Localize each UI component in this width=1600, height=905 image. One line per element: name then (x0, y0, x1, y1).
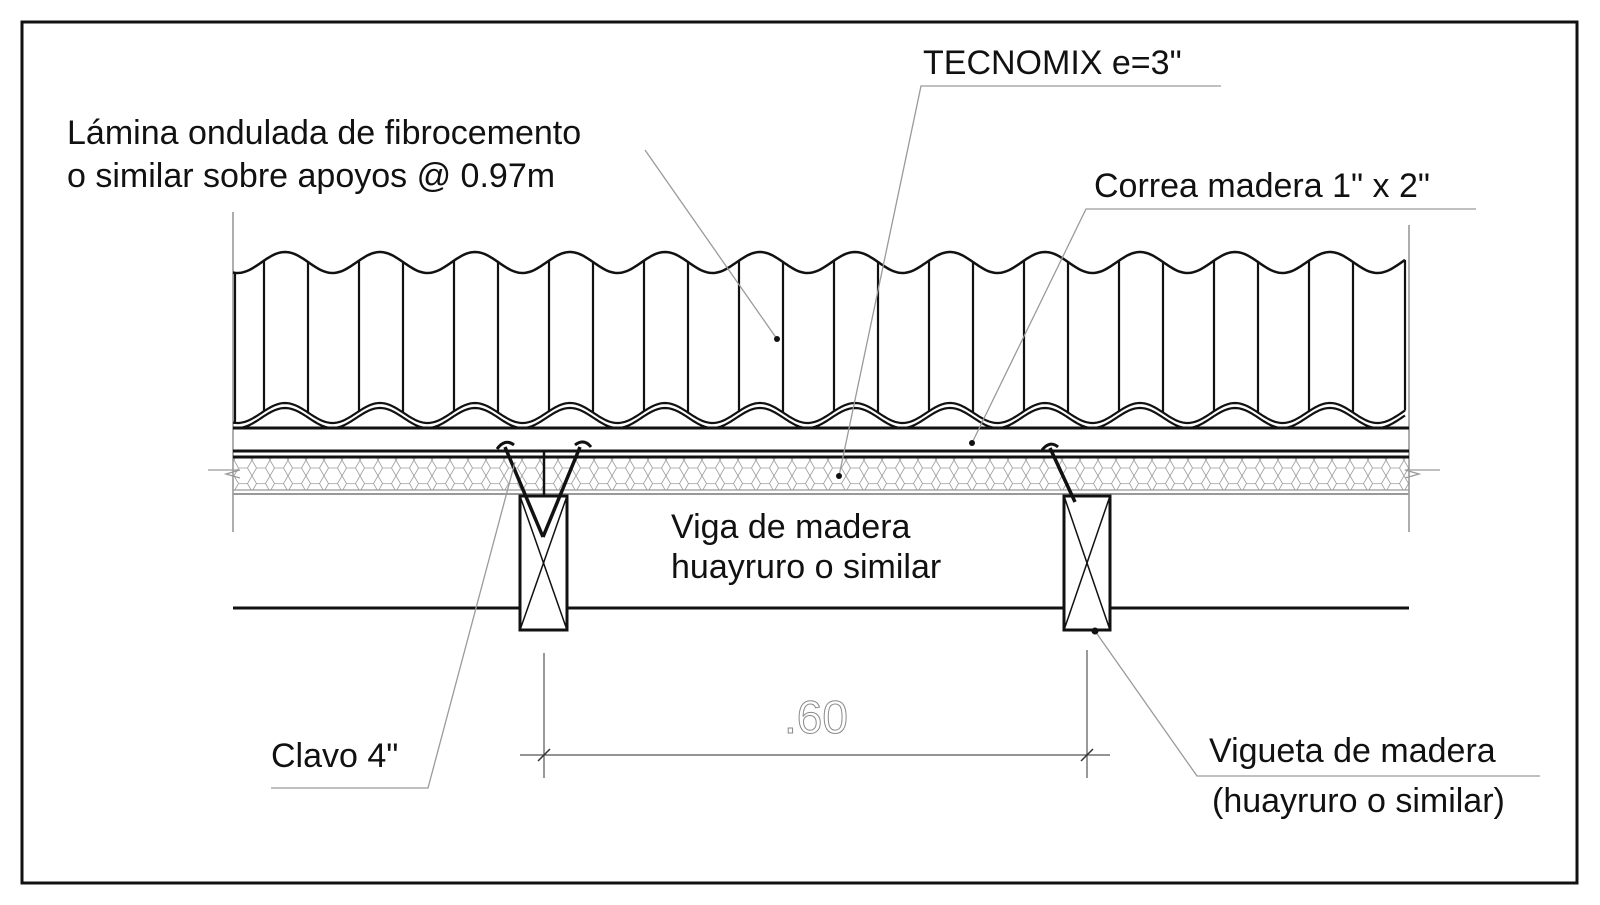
label-lamina-line2: o similar sobre apoyos @ 0.97m (67, 157, 555, 195)
label-viga-line1: Viga de madera (671, 508, 911, 546)
vigueta-right (1062, 494, 1112, 632)
label-lamina-line1: Lámina ondulada de fibrocemento (67, 114, 581, 152)
leader-lamina (644, 149, 778, 340)
leader-clavo (271, 461, 516, 789)
leader-vigueta (1094, 630, 1540, 777)
label-correa: Correa madera 1" x 2" (1094, 167, 1430, 205)
leader-dot (774, 336, 780, 342)
dimension-value: .60 (784, 691, 848, 743)
nail-right (1040, 442, 1077, 503)
sheet-top-profile (232, 250, 1406, 275)
vigueta-left (518, 494, 569, 632)
leader-dot (1091, 627, 1099, 635)
nail-left-b (541, 440, 593, 538)
break-symbol-right (1404, 469, 1440, 479)
corrugated-sheet (232, 250, 1407, 430)
dimension-060: .60 (520, 650, 1110, 778)
drawing-frame (20, 20, 1579, 885)
label-viga-line2: huayruro o similar (671, 548, 941, 586)
break-symbol-left (208, 469, 241, 479)
label-clavo: Clavo 4" (271, 737, 398, 775)
leader-correa (971, 208, 1476, 444)
sheet-bottom-profile (232, 406, 1406, 430)
label-tecnomix: TECNOMIX e=3" (923, 44, 1182, 82)
sheet-bottom-profile (232, 401, 1406, 425)
nail-left-a (495, 440, 545, 538)
leader-dot (836, 473, 842, 479)
tecnomix-insulation-layer (233, 457, 1409, 490)
leader-tecnomix (838, 85, 1221, 477)
leader-dot (969, 440, 975, 446)
label-vigueta-line2: (huayruro o similar) (1212, 782, 1505, 820)
label-vigueta-line1: Vigueta de madera (1209, 732, 1496, 770)
